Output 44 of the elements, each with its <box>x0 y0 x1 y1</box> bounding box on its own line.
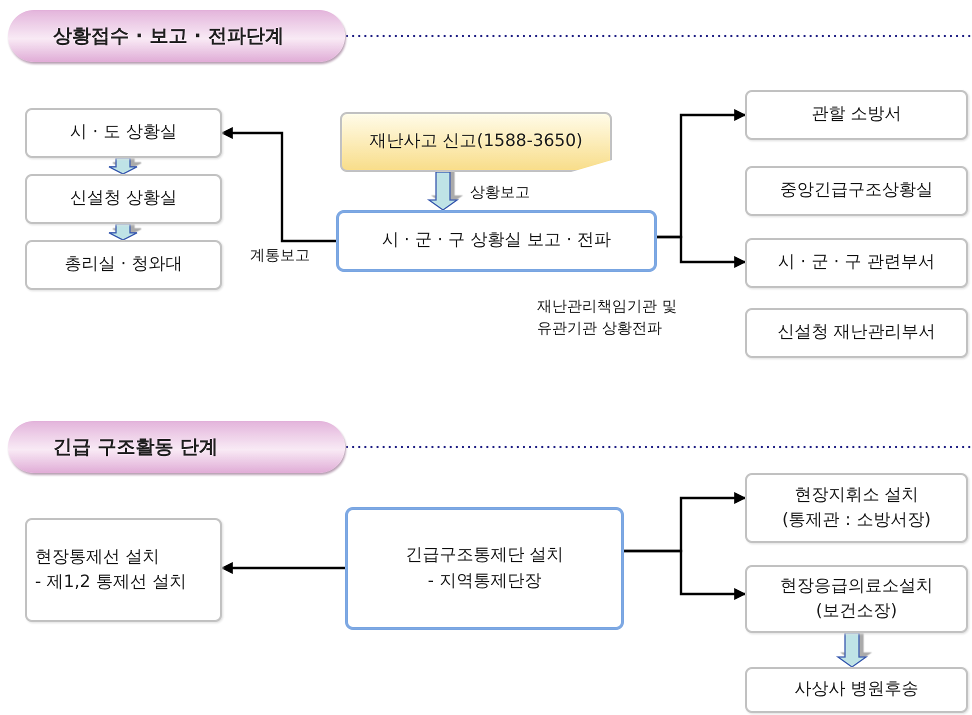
node-title: 긴급구조통제단 설치 <box>405 544 564 567</box>
process-box <box>25 518 222 622</box>
node-title: 신설청 상황실 <box>70 187 178 210</box>
process-box <box>745 667 968 713</box>
process-box <box>745 166 968 216</box>
node-title: 긴급 구조활동 단계 <box>53 434 218 460</box>
process-box <box>745 90 968 140</box>
node-title: 재난사고 신고(1588-3650) <box>369 130 583 154</box>
node-title: 사상사 병원후송 <box>794 678 919 702</box>
node-subtitle: (보건소장) <box>816 600 898 623</box>
process-box <box>745 473 968 543</box>
node-subtitle: - 지역통제단장 <box>428 570 542 592</box>
node-subtitle: (통제관 : 소방서장) <box>782 509 931 532</box>
process-box <box>745 308 968 358</box>
node-title: 총리실 · 청와대 <box>64 253 183 276</box>
block-arrow <box>426 171 460 211</box>
block-arrow <box>108 223 138 241</box>
stage-header <box>8 10 345 62</box>
note-box <box>340 112 612 172</box>
connector-arrow <box>220 562 345 574</box>
node-title: 현장통제선 설치 <box>35 546 160 568</box>
connector-arrow <box>220 127 336 242</box>
stage-header <box>8 421 345 473</box>
node-title: 현장지휘소 설치 <box>794 484 919 506</box>
connector-arrow <box>657 236 746 268</box>
node-subtitle: - 제1,2 통제선 설치 <box>35 571 186 594</box>
process-box <box>25 174 222 224</box>
process-box <box>745 238 968 288</box>
block-arrow <box>836 632 868 668</box>
node-title: 상황접수 · 보고 · 전파단계 <box>53 24 284 49</box>
node-title: 시 · 도 상황실 <box>70 121 177 144</box>
process-box <box>345 507 624 630</box>
node-title: 시 · 군 · 구 상황실 보고 · 전파 <box>382 229 612 252</box>
node-title: 관할 소방서 <box>811 103 902 126</box>
node-title: 현장응급의료소설치 <box>780 574 933 598</box>
connector-arrow <box>624 550 746 600</box>
process-box <box>25 240 222 290</box>
process-box <box>25 108 222 158</box>
process-box <box>336 210 657 272</box>
node-title: 시 · 군 · 구 관련부서 <box>778 251 935 274</box>
block-arrow <box>108 157 138 175</box>
process-box <box>745 565 968 633</box>
node-title: 중앙긴급구조상황실 <box>780 179 933 202</box>
node-title: 신설청 재난관리부서 <box>777 321 936 344</box>
